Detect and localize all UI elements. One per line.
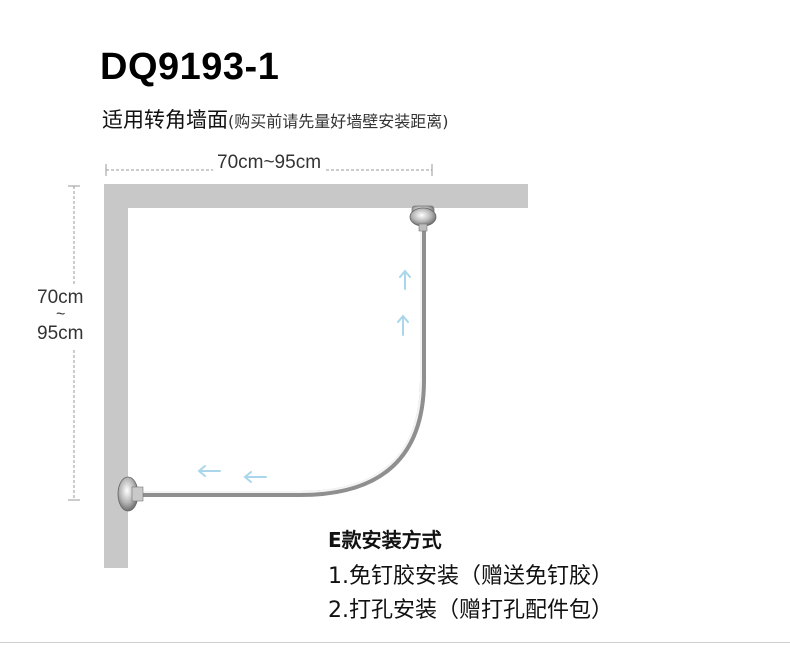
- model-number: DQ9193-1: [100, 46, 280, 88]
- curtain-rod-highlight: [139, 223, 422, 493]
- dimension-side-tilde: ~: [56, 306, 66, 323]
- bottom-divider: [0, 642, 790, 643]
- installation-method-1: 1.免钉胶安装（赠送免钉胶）: [328, 564, 613, 589]
- dimension-side-min-label: 70cm: [37, 287, 84, 308]
- arrow-left-icon: [197, 465, 267, 483]
- curtain-rod: [137, 221, 426, 497]
- arrow-up-icon: [397, 269, 411, 336]
- subtitle: 适用转角墙面(购买前请先量好墙壁安装距离): [102, 104, 449, 134]
- wall-left: [104, 184, 128, 568]
- ceiling-flange: [409, 205, 437, 232]
- wall-flange: [117, 476, 144, 512]
- dimension-side-max-label: 95cm: [37, 323, 84, 344]
- dimension-top-label: 70cm~95cm: [213, 152, 326, 174]
- wall-top: [104, 184, 528, 208]
- subtitle-main: 适用转角墙面: [102, 108, 228, 132]
- installation-title: E款安装方式: [328, 528, 442, 552]
- installation-method-2: 2.打孔安装（赠打孔配件包）: [328, 598, 613, 623]
- subtitle-note: (购买前请先量好墙壁安装距离): [228, 112, 449, 131]
- dimension-line-side: [68, 185, 80, 501]
